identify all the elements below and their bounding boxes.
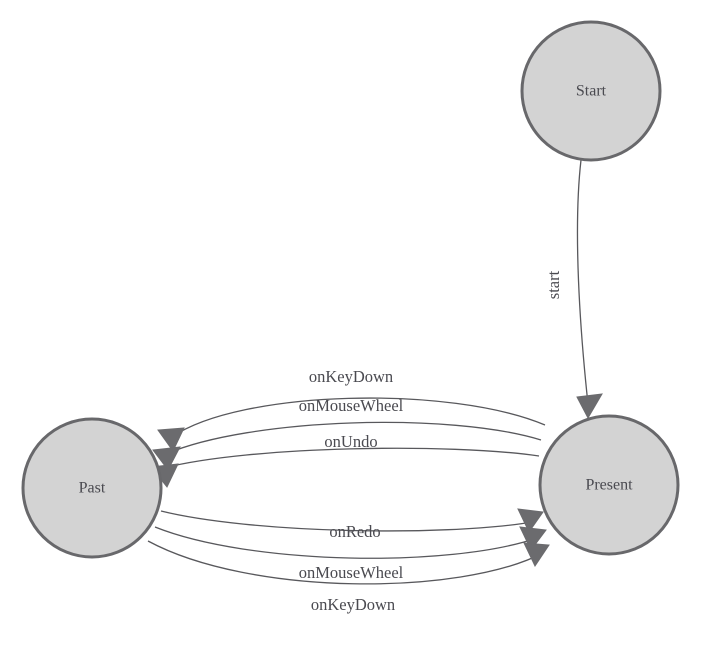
- node-circle-start[interactable]: [520, 20, 662, 162]
- edge-path-e-past-present-onmousewheel[interactable]: [154, 526, 538, 559]
- edge-path-e-present-past-onundo[interactable]: [163, 447, 540, 469]
- edge-label-e-present-past-onmousewheel: onMouseWheel: [299, 396, 404, 415]
- node-past[interactable]: Past: [21, 417, 163, 559]
- arrowhead-icon-arrow-past-2: [152, 446, 181, 471]
- node-label-present: Present: [585, 477, 633, 494]
- node-label-past: Past: [79, 480, 106, 497]
- edge-label-e-present-past-onundo: onUndo: [324, 432, 377, 451]
- edge-label-e-present-past-onkeydown: onKeyDown: [309, 367, 393, 386]
- arrowhead-icon-arrow-present-3: [523, 542, 550, 568]
- edge-path-e-present-past-onkeydown[interactable]: [171, 397, 546, 438]
- edge-path-e-start-present[interactable]: [576, 159, 589, 405]
- node-present[interactable]: Present: [538, 414, 680, 556]
- arrowhead-icon-arrow-past-1: [157, 427, 185, 452]
- edge-label-e-past-present-onredo: onRedo: [329, 522, 380, 541]
- edge-label-e-past-present-onkeydown: onKeyDown: [311, 595, 395, 614]
- arrowhead-icon-arrow-start-present: [576, 393, 603, 420]
- edges-layer: [147, 159, 589, 585]
- node-circle-past[interactable]: [21, 417, 163, 559]
- edge-path-e-past-present-onredo[interactable]: [160, 510, 534, 532]
- arrowhead-icon-arrow-present-2: [519, 526, 547, 551]
- edge-path-e-past-present-onkeydown[interactable]: [147, 540, 544, 585]
- edge-label-e-past-present-onmousewheel: onMouseWheel: [299, 563, 404, 582]
- edge-label-e-start-present: start: [544, 270, 563, 299]
- node-label-start: Start: [576, 83, 607, 100]
- edge-labels-layer: start onKeyDown onMouseWheel onUndo onRedo on…: [299, 270, 563, 614]
- edge-path-e-present-past-onmousewheel[interactable]: [165, 421, 542, 455]
- node-start[interactable]: Start: [520, 20, 662, 162]
- node-circle-present[interactable]: [538, 414, 680, 556]
- arrowhead-icon-arrow-present-1: [517, 508, 544, 533]
